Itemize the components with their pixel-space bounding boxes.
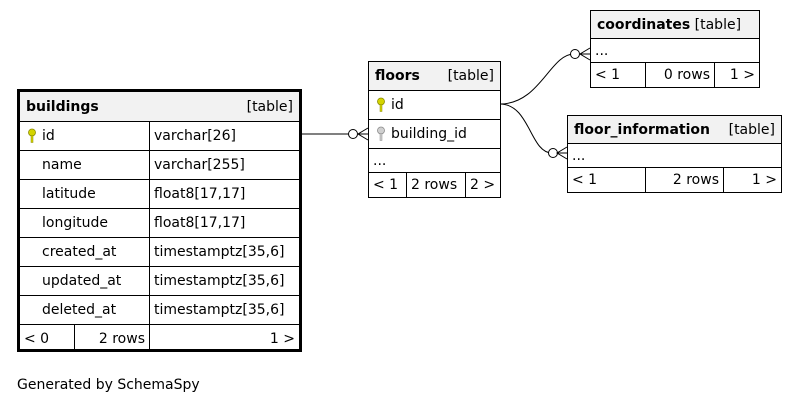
column-row[interactable]: id	[369, 91, 500, 120]
column-row[interactable]: deleted_at timestamptz[35,6]	[20, 296, 299, 325]
nav-prev[interactable]: < 1	[572, 172, 598, 188]
table-name: floors	[375, 68, 420, 84]
column-name: building_id	[391, 126, 467, 142]
row-count: 2 rows	[645, 168, 723, 192]
table-header[interactable]: floor_information [table]	[568, 116, 781, 144]
nav-next[interactable]: 1 >	[723, 168, 781, 192]
table-header[interactable]: floors [table]	[369, 62, 500, 91]
column-row[interactable]: updated_at timestamptz[35,6]	[20, 267, 299, 296]
table-nav: < 1 0 rows 1 >	[591, 63, 759, 87]
column-name: deleted_at	[42, 302, 117, 318]
column-name: id	[391, 97, 404, 113]
row-count: 2 rows	[74, 325, 149, 352]
table-kind: [table]	[246, 98, 293, 115]
table-name: coordinates	[597, 16, 691, 33]
primary-key-icon	[22, 128, 42, 144]
column-row[interactable]: longitude float8[17,17]	[20, 209, 299, 238]
table-name: buildings	[26, 98, 99, 115]
column-name: latitude	[42, 186, 96, 202]
table-coordinates[interactable]: coordinates [table] ... < 1 0 rows 1 >	[590, 10, 760, 88]
link-floors-floorinfo	[499, 103, 553, 154]
column-type: timestamptz[35,6]	[149, 238, 299, 266]
table-header[interactable]: buildings [table]	[20, 92, 299, 122]
column-type: timestamptz[35,6]	[149, 267, 299, 295]
column-name: updated_at	[42, 273, 122, 289]
column-type: timestamptz[35,6]	[149, 296, 299, 324]
generated-by-label: Generated by SchemaSpy	[17, 377, 200, 393]
column-type: varchar[26]	[149, 122, 299, 150]
table-floor-information[interactable]: floor_information [table] ... < 1 2 rows…	[567, 115, 782, 193]
column-row[interactable]: latitude float8[17,17]	[20, 180, 299, 209]
row-count: 2 rows	[406, 173, 465, 197]
nav-prev[interactable]: < 1	[373, 177, 399, 193]
more-columns[interactable]: ...	[568, 144, 781, 168]
column-name: longitude	[42, 215, 108, 231]
table-nav: < 1 2 rows 2 >	[369, 173, 500, 197]
column-type: varchar[255]	[149, 151, 299, 179]
link-floors-coordinates	[499, 53, 575, 105]
column-row[interactable]: name varchar[255]	[20, 151, 299, 180]
table-floors[interactable]: floors [table] id building_id ... < 1 2 …	[368, 61, 501, 198]
column-name: name	[42, 157, 82, 173]
table-kind: [table]	[728, 121, 775, 138]
table-header[interactable]: coordinates [table]	[591, 11, 759, 39]
link-floors-coordinates-crowfoot	[579, 47, 591, 61]
link-floors-floorinfo-crowfoot	[556, 146, 568, 160]
link-buildings-floors-optional	[348, 129, 358, 139]
column-name: created_at	[42, 244, 117, 260]
primary-key-icon	[371, 97, 391, 113]
table-nav: < 0 2 rows 1 >	[20, 325, 299, 352]
column-row[interactable]: id varchar[26]	[20, 122, 299, 151]
more-columns[interactable]: ...	[591, 39, 759, 63]
nav-prev[interactable]: < 0	[24, 330, 50, 347]
column-type: float8[17,17]	[149, 209, 299, 237]
column-name: id	[42, 128, 55, 144]
table-name: floor_information	[574, 121, 711, 138]
nav-next[interactable]: 1 >	[714, 63, 759, 87]
column-row[interactable]: building_id	[369, 120, 500, 149]
link-floors-coordinates-optional	[570, 49, 580, 59]
link-buildings-floors-crowfoot	[357, 127, 369, 141]
table-kind: [table]	[447, 68, 494, 84]
table-nav: < 1 2 rows 1 >	[568, 168, 781, 192]
row-count: 0 rows	[645, 63, 714, 87]
column-row[interactable]: created_at timestamptz[35,6]	[20, 238, 299, 267]
table-buildings[interactable]: buildings [table] id varchar[26] name va…	[17, 89, 302, 352]
more-columns[interactable]: ...	[369, 149, 500, 173]
column-type: float8[17,17]	[149, 180, 299, 208]
table-kind: [table]	[694, 16, 742, 33]
foreign-key-icon	[371, 126, 391, 142]
nav-prev[interactable]: < 1	[595, 67, 621, 83]
nav-next[interactable]: 2 >	[465, 173, 500, 197]
nav-next[interactable]: 1 >	[149, 325, 299, 352]
